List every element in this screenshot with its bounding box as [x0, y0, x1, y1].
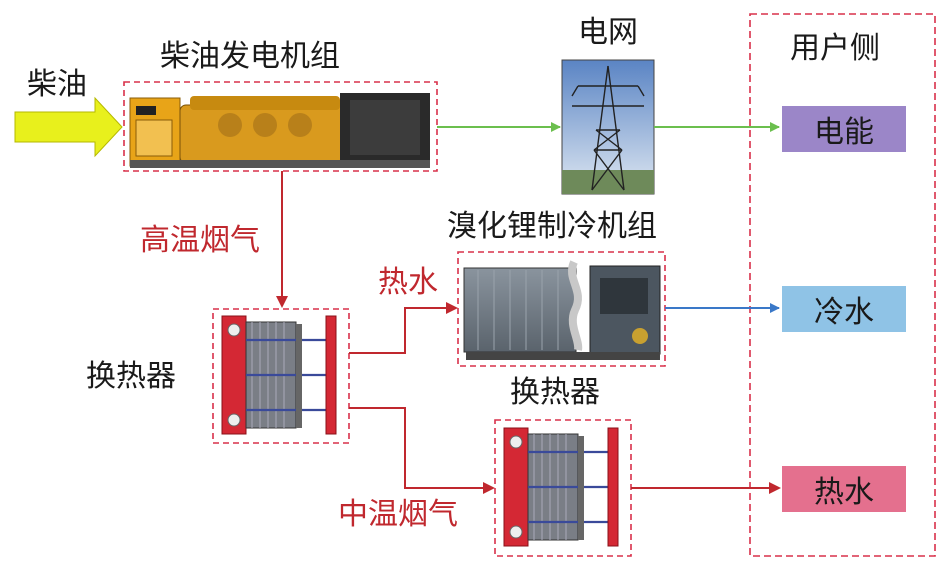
diesel-label: 柴油	[27, 67, 87, 102]
plate-heat-exchanger-icon	[503, 427, 619, 547]
diesel-generator-icon	[129, 93, 430, 168]
high-temp-flue-label: 高温烟气	[140, 223, 260, 258]
power-tower-icon	[561, 59, 655, 195]
grid-label: 电网	[578, 15, 638, 50]
output-hot-water-label: 热水	[814, 475, 874, 510]
chiller-label: 溴化锂制冷机组	[447, 209, 657, 244]
output-cold-water-label: 冷水	[814, 295, 874, 330]
hot-water-flow-label: 热水	[378, 265, 438, 300]
mid-temp-flue-label: 中温烟气	[338, 497, 458, 532]
output-electricity-label: 电能	[814, 115, 874, 150]
plate-heat-exchanger-icon	[221, 315, 337, 435]
heat-exchanger-1-box	[212, 308, 350, 444]
user-side-label: 用户侧	[790, 31, 880, 66]
absorption-chiller-icon	[463, 260, 661, 360]
hot-water-line-to-chiller	[349, 302, 458, 354]
output-hot-water: 热水	[782, 466, 906, 512]
output-electricity: 电能	[782, 106, 906, 152]
diesel-input-arrow	[14, 96, 123, 158]
genset-label: 柴油发电机组	[160, 39, 340, 74]
output-cold-water: 冷水	[782, 286, 906, 332]
user-side-frame	[749, 13, 936, 557]
heat-exchanger-1-label: 换热器	[86, 359, 176, 394]
mid-temp-flue-line	[349, 407, 495, 494]
heat-exchanger-2-label: 换热器	[510, 375, 600, 410]
